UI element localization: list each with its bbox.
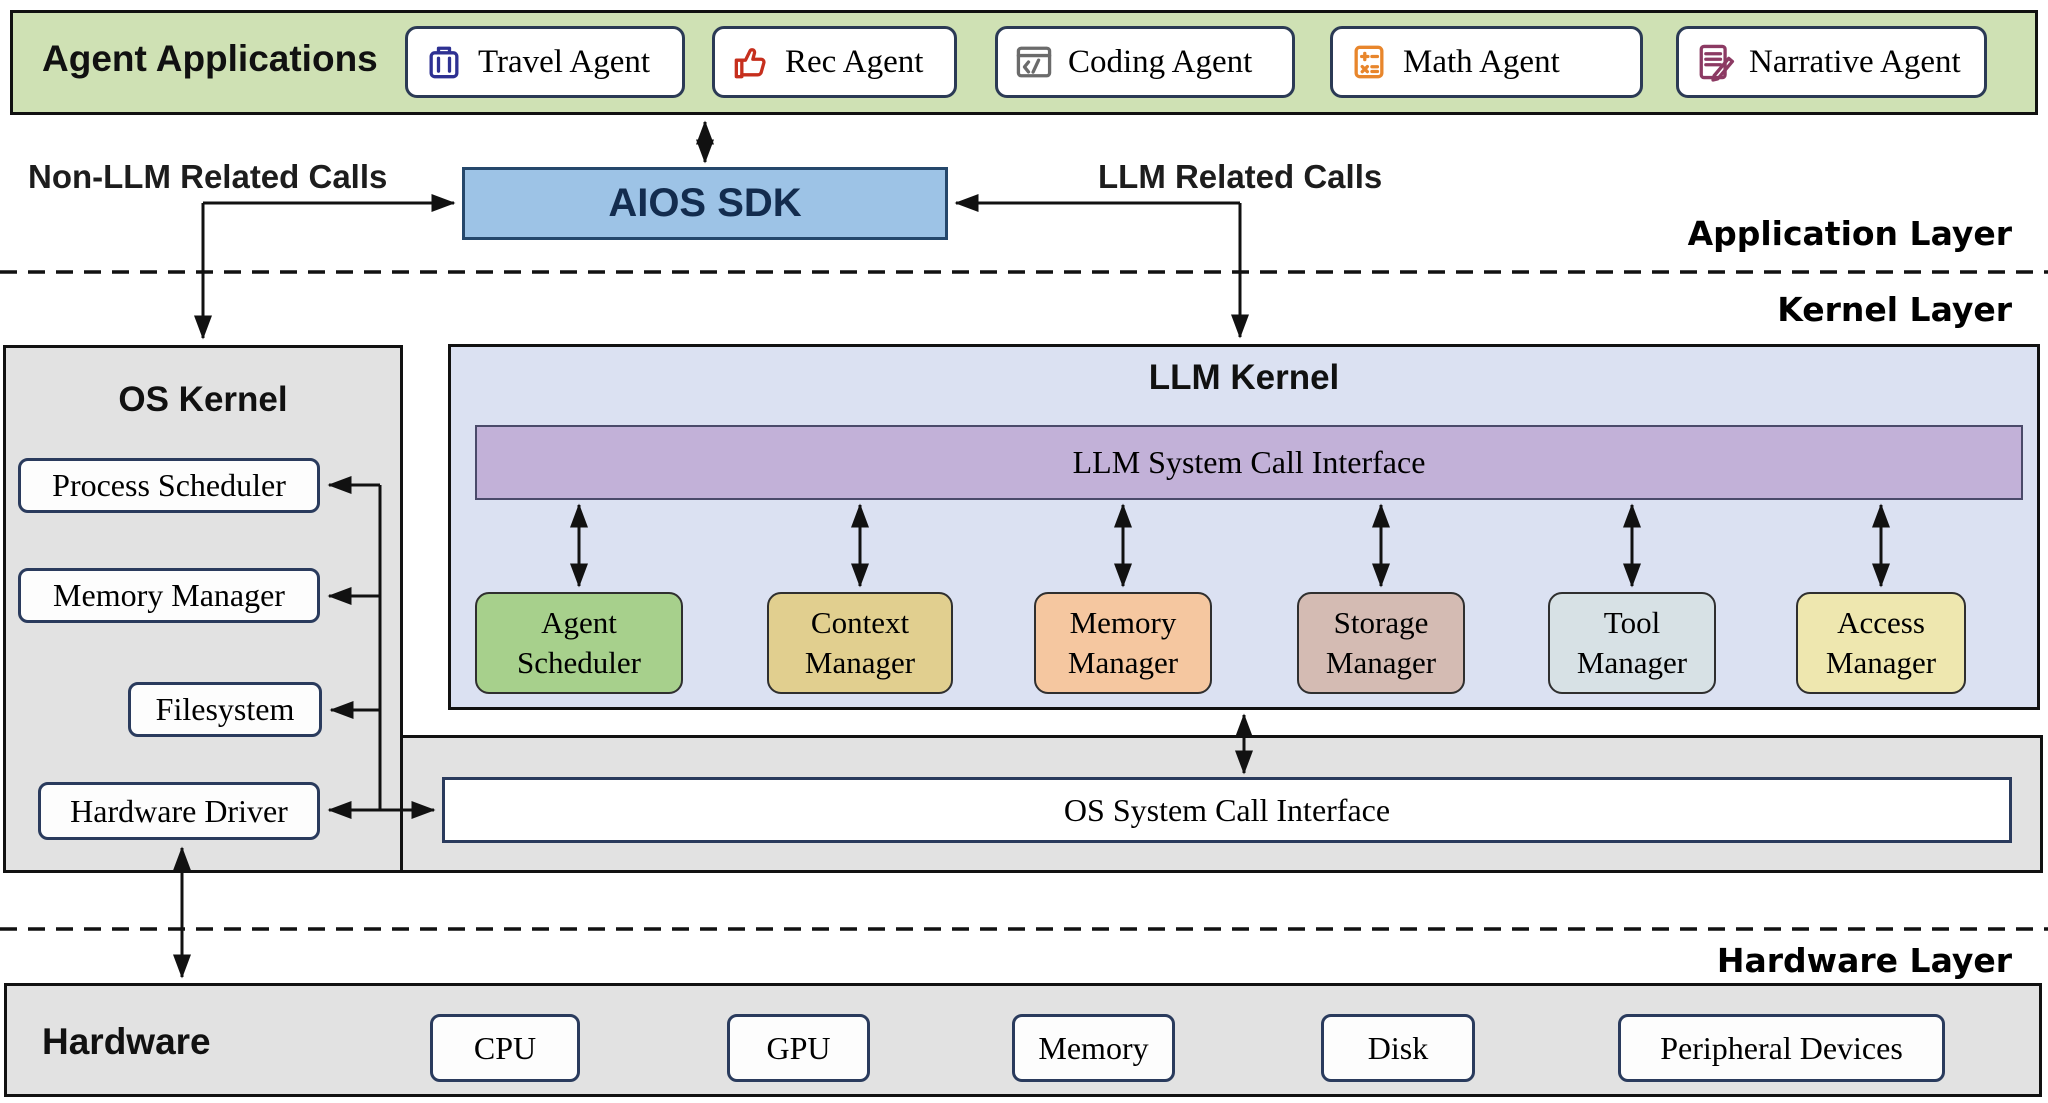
- document-pen-icon: [1699, 44, 1735, 82]
- hardware-layer-label: Hardware Layer: [1716, 941, 2012, 980]
- manager-label-line1: Tool: [1603, 604, 1661, 640]
- agent-chip-label: Narrative Agent: [1749, 43, 1961, 80]
- agent-chip-label: Math Agent: [1403, 43, 1560, 80]
- memory-manager-llm-box: Memory Manager: [1034, 592, 1212, 694]
- llm-kernel-box: [448, 344, 2040, 710]
- memory-manager-box: Memory Manager: [18, 568, 320, 623]
- process-scheduler-box: Process Scheduler: [18, 458, 320, 513]
- agent-chip-narrative: Narrative Agent: [1676, 26, 1987, 98]
- llm-calls-label: LLM Related Calls: [1098, 158, 1383, 195]
- agent-applications-title: Agent Applications: [42, 38, 378, 79]
- agent-chip-label: Travel Agent: [478, 43, 651, 80]
- aios-sdk-box: AIOS SDK: [462, 167, 948, 240]
- llm-kernel-title: LLM Kernel: [1148, 358, 1340, 397]
- suitcase-icon: [429, 46, 459, 79]
- agent-chip-label: Coding Agent: [1068, 43, 1253, 80]
- tool-manager-box: Tool Manager: [1548, 592, 1716, 694]
- non-llm-calls-label: Non-LLM Related Calls: [28, 158, 388, 195]
- agent-chip-math: Math Agent: [1330, 26, 1643, 98]
- thumbs-up-icon: [734, 48, 766, 79]
- disk-box: Disk: [1321, 1014, 1475, 1082]
- code-window-icon: [1016, 46, 1052, 78]
- manager-label-line2: Manager: [1576, 645, 1688, 680]
- access-manager-box: Access Manager: [1796, 592, 1966, 694]
- manager-label-line1: Agent: [541, 604, 617, 640]
- agent-chip-coding: Coding Agent: [995, 26, 1295, 98]
- agent-chip-rec: Rec Agent: [712, 26, 957, 98]
- manager-label-line2: Manager: [804, 645, 916, 680]
- agent-scheduler-box: Agent Scheduler: [475, 592, 683, 694]
- agent-chip-label: Rec Agent: [785, 43, 924, 80]
- kernel-layer-label: Kernel Layer: [1777, 290, 2012, 329]
- hardware-driver-box: Hardware Driver: [38, 782, 320, 840]
- filesystem-box: Filesystem: [128, 682, 322, 737]
- peripheral-devices-box: Peripheral Devices: [1618, 1014, 1945, 1082]
- manager-label-line2: Manager: [1067, 645, 1179, 680]
- llm-system-call-interface-bar: LLM System Call Interface: [475, 425, 2023, 500]
- gpu-box: GPU: [727, 1014, 870, 1082]
- manager-label-line1: Memory: [1069, 604, 1177, 640]
- manager-label-line1: Access: [1837, 604, 1925, 640]
- hardware-title: Hardware: [42, 1021, 211, 1062]
- memory-box: Memory: [1012, 1014, 1175, 1082]
- manager-label-line1: Storage: [1333, 604, 1429, 640]
- manager-label-line1: Context: [810, 604, 910, 640]
- os-kernel-title: OS Kernel: [118, 380, 288, 419]
- application-layer-label: Application Layer: [1687, 214, 2012, 253]
- agent-chip-travel: Travel Agent: [405, 26, 685, 98]
- context-manager-box: Context Manager: [767, 592, 953, 694]
- manager-label-line2: Scheduler: [517, 645, 641, 680]
- cpu-box: CPU: [430, 1014, 580, 1082]
- os-system-call-interface-box: OS System Call Interface: [442, 777, 2012, 843]
- manager-label-line2: Manager: [1325, 645, 1437, 680]
- manager-label-line2: Manager: [1825, 645, 1937, 680]
- calculator-icon: [1354, 45, 1384, 79]
- storage-manager-box: Storage Manager: [1297, 592, 1465, 694]
